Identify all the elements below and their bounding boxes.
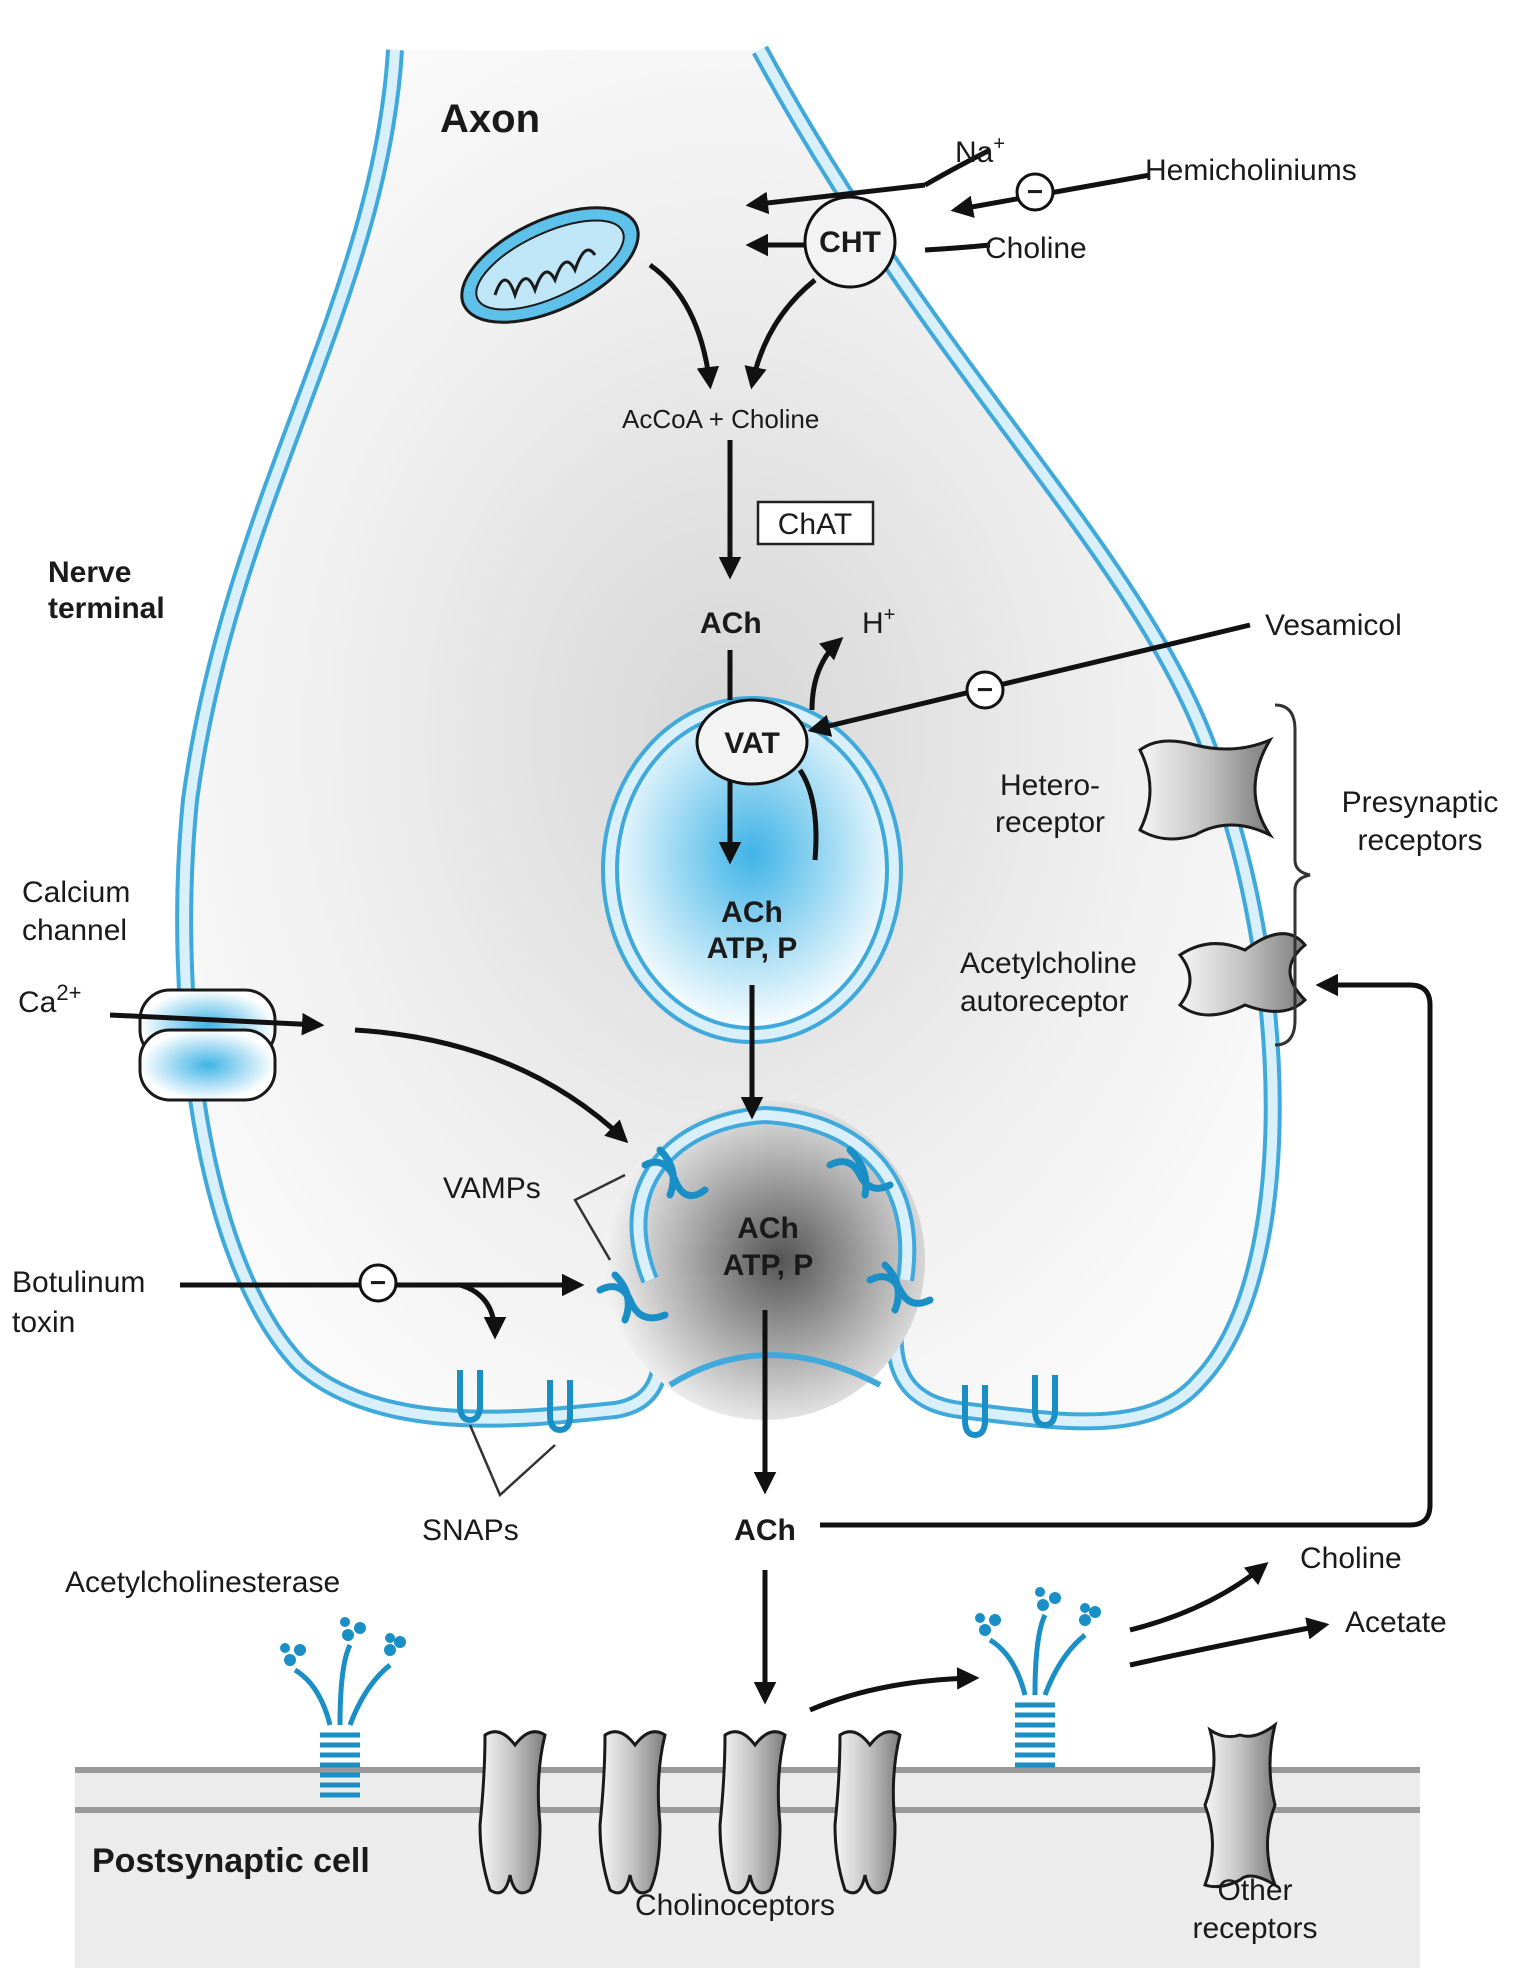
calcium-channel-label-2: channel <box>22 914 127 947</box>
cholinoceptors-label: Cholinoceptors <box>635 1889 835 1922</box>
proton-label: H+ <box>862 604 895 640</box>
vesamicol-label: Vesamicol <box>1265 609 1402 642</box>
sodium-label: Na+ <box>955 133 1005 169</box>
vesicle-contents-2: ATP, P <box>707 932 798 965</box>
presynaptic-receptors-label-2: receptors <box>1357 824 1482 857</box>
docked-vesicle-contents-2: ATP, P <box>723 1249 814 1282</box>
vesicle-contents-1: ACh <box>721 896 783 929</box>
ach-released-label: ACh <box>734 1514 796 1547</box>
postsynaptic-cell-label: Postsynaptic cell <box>92 1842 370 1880</box>
inhibition-markers: − − − <box>358 172 1055 1303</box>
botulinum-label-1: Botulinum <box>12 1266 145 1299</box>
svg-text:−: − <box>1027 176 1043 207</box>
vamps-label: VAMPs <box>443 1172 541 1205</box>
axon-label: Axon <box>440 97 540 141</box>
botulinum-minus-icon <box>358 1263 398 1303</box>
hemicholiniums-label: Hemicholiniums <box>1145 154 1357 187</box>
snap-proteins <box>457 1370 1058 1439</box>
cht-label: CHT <box>819 226 881 259</box>
acetylcholinesterase-enzyme-left <box>280 1617 406 1798</box>
nerve-terminal-label-1: Nerve <box>48 556 131 589</box>
calcium-channel <box>138 988 277 1102</box>
autoreceptor-label-2: autoreceptor <box>960 985 1128 1018</box>
heteroreceptor-label-2: receptor <box>995 806 1105 839</box>
snaps-label: SNAPs <box>422 1514 519 1547</box>
vesamicol-minus-icon <box>965 670 1005 710</box>
docked-vesicle-contents-1: ACh <box>737 1212 799 1245</box>
hemicholinium-minus-icon <box>1015 172 1055 212</box>
nerve-terminal-label-2: terminal <box>48 592 165 625</box>
presynaptic-receptors-label-1: Presynaptic <box>1342 786 1499 819</box>
heteroreceptor <box>1138 736 1275 841</box>
vamp-proteins <box>596 1146 934 1324</box>
vat-transporter: VAT <box>695 698 809 786</box>
other-receptors-label-1: Other <box>1217 1874 1292 1907</box>
vat-label: VAT <box>724 727 780 760</box>
pointer-lines <box>468 1173 626 1498</box>
ach-synthesized-label: ACh <box>700 607 762 640</box>
choline-in-label: Choline <box>985 232 1087 265</box>
acetylcholine-autoreceptor <box>1177 932 1308 1017</box>
choline-out-label: Choline <box>1300 1542 1402 1575</box>
cholinoceptors <box>478 1730 902 1895</box>
acetate-label: Acetate <box>1345 1606 1447 1639</box>
presynaptic-bracket <box>1274 703 1311 1047</box>
botulinum-label-2: toxin <box>12 1306 75 1339</box>
chat-box: ChAT <box>756 500 875 546</box>
chat-label: ChAT <box>778 508 852 541</box>
heteroreceptor-label-1: Hetero- <box>1000 769 1100 802</box>
acetylcholinesterase-enzyme-right <box>975 1587 1101 1768</box>
acetylcholinesterase-label: Acetylcholinesterase <box>65 1566 340 1599</box>
other-receptor <box>1203 1721 1278 1889</box>
calcium-channel-label-1: Calcium <box>22 876 130 909</box>
svg-text:−: − <box>370 1267 386 1298</box>
docked-vesicle <box>605 1100 925 1420</box>
calcium-ion-label: Ca2+ <box>18 980 81 1019</box>
cht-transporter: CHT <box>803 195 897 289</box>
mitochondrion <box>460 206 640 324</box>
other-receptors-label-2: receptors <box>1192 1912 1317 1945</box>
svg-text:−: − <box>977 674 993 705</box>
acoa-choline-label: AcCoA + Choline <box>622 404 819 434</box>
autoreceptor-label-1: Acetylcholine <box>960 947 1137 980</box>
pathway-arrows <box>109 147 1433 1713</box>
